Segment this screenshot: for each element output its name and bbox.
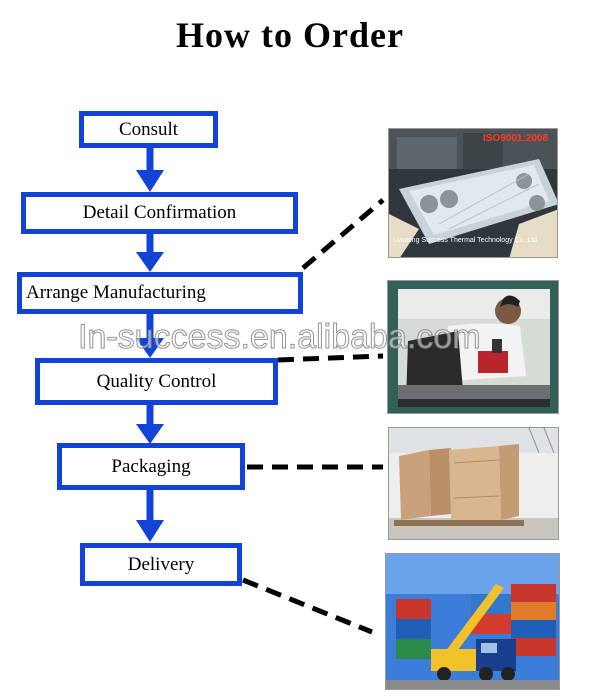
arrow-detail-to-arrange [136, 232, 164, 272]
step-detail-confirmation: Detail Confirmation [21, 192, 298, 234]
photo-iso-badge: ISO9001:2008 [483, 133, 549, 144]
step-arrange-manufacturing: Arrange Manufacturing [17, 272, 303, 314]
plate-press-photo: ISO9001:2008 Liaoning Success Thermal Te… [388, 128, 558, 258]
arrow-consult-to-detail [136, 147, 164, 192]
container-port-photo [385, 553, 560, 690]
connector-arrange-photo [301, 198, 385, 270]
step-packaging: Packaging [57, 443, 245, 490]
page-title: How to Order [176, 15, 404, 55]
worker-inspecting-photo [387, 280, 559, 414]
photo-company-caption: Liaoning Success Thermal Technology Co.,… [393, 237, 540, 244]
step-quality-control: Quality Control [35, 358, 278, 405]
arrow-arrange-to-quality [136, 312, 164, 358]
watermark-text: In-success.en.alibaba.com [78, 318, 482, 357]
arrow-quality-to-packaging [136, 405, 164, 444]
wooden-crates-photo [388, 427, 559, 540]
connector-delivery-photo [242, 577, 373, 635]
step-consult: Consult [79, 111, 218, 148]
connector-quality-photo [277, 353, 384, 363]
arrow-packaging-to-delivery [136, 490, 164, 542]
step-delivery: Delivery [80, 543, 242, 586]
